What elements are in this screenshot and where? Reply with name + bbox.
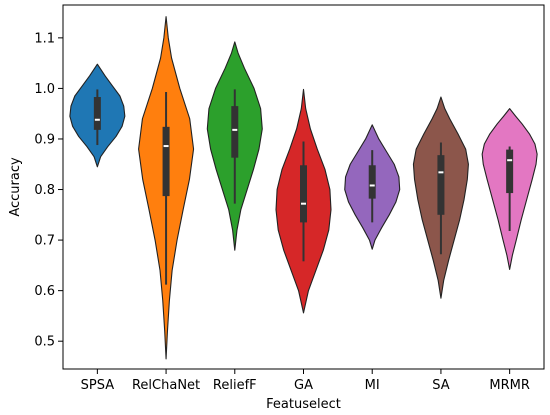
violin-relchanet bbox=[138, 16, 195, 360]
x-tick-label: GA bbox=[294, 378, 313, 393]
violin-relieff bbox=[206, 41, 263, 251]
median-marker bbox=[301, 202, 306, 205]
iqr-box bbox=[162, 126, 170, 197]
iqr-box bbox=[300, 165, 307, 223]
x-tick-label: MI bbox=[365, 378, 380, 393]
x-tick-label: ReliefF bbox=[213, 378, 257, 393]
iqr-box bbox=[231, 106, 239, 158]
y-tick-label: 0.6 bbox=[34, 284, 55, 299]
iqr-box bbox=[506, 149, 514, 194]
violins-layer bbox=[69, 16, 538, 360]
median-marker bbox=[507, 159, 513, 162]
violin-sa bbox=[412, 96, 469, 299]
y-tick-label: 1.0 bbox=[34, 82, 55, 97]
x-tick-label: SPSA bbox=[81, 378, 115, 393]
y-tick-label: 0.5 bbox=[34, 335, 55, 350]
x-tick-label: SA bbox=[432, 378, 449, 393]
violin-ga bbox=[275, 88, 332, 314]
y-axis: 0.5 0.6 0.7 0.8 0.9 1.0 1.1 bbox=[34, 31, 63, 350]
median-marker bbox=[94, 118, 100, 121]
y-tick-label: 1.1 bbox=[34, 31, 55, 46]
x-tick-label: RelChaNet bbox=[132, 378, 200, 393]
median-marker bbox=[369, 184, 375, 187]
x-axis: SPSA RelChaNet ReliefF GA MI SA MRMR bbox=[81, 369, 530, 393]
x-tick-label: MRMR bbox=[489, 378, 530, 393]
violin-mi bbox=[344, 124, 401, 250]
iqr-box bbox=[437, 155, 445, 215]
median-marker bbox=[438, 171, 444, 174]
x-axis-label: Featuselect bbox=[266, 397, 341, 412]
violin-mrmr bbox=[481, 108, 538, 270]
violin-spsa bbox=[69, 63, 126, 168]
y-axis-label: Accuracy bbox=[8, 157, 23, 217]
median-marker bbox=[232, 128, 238, 131]
y-tick-label: 0.9 bbox=[34, 132, 55, 147]
iqr-box bbox=[368, 165, 376, 199]
iqr-box bbox=[93, 97, 101, 130]
median-marker bbox=[163, 145, 169, 148]
y-tick-label: 0.8 bbox=[34, 183, 55, 198]
y-tick-label: 0.7 bbox=[34, 234, 55, 249]
